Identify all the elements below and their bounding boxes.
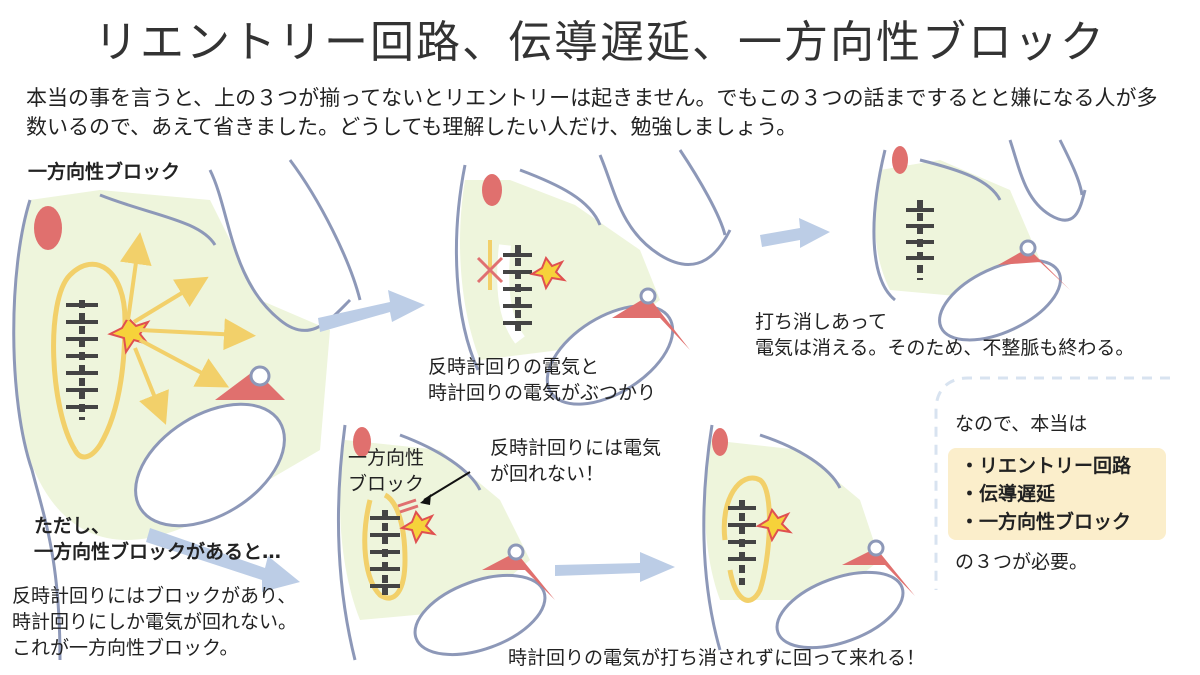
explain-line1: 反時計回りにはブロックがあり、 <box>12 585 297 607</box>
reentry-loop-1 <box>51 261 128 460</box>
explain-line3: これが一方向性ブロック。 <box>12 637 239 659</box>
one-way-block-heading: 一方向性ブロック <box>28 161 181 183</box>
page-title: リエントリー回路、伝導遅延、一方向性ブロック <box>94 17 1106 68</box>
requirements-tail: の３つが必要。 <box>955 551 1089 573</box>
no-ccw-label-line2: が回れない！ <box>490 463 605 485</box>
requirement-item: ・リエントリー回路 <box>960 455 1132 477</box>
however-label-line2: 一方向性ブロックがあると… <box>34 541 282 563</box>
returns-label: 時計回りの電気が打ち消されずに回って来れる！ <box>508 647 926 669</box>
av-node-1 <box>215 370 325 440</box>
summary-border <box>934 376 1170 590</box>
cancel-label-line2: 電気は消える。そのため、不整脈も終わる。 <box>755 337 1135 359</box>
requirements-box: ・リエントリー回路 ・伝導遅延 ・一方向性ブロック <box>948 448 1166 540</box>
heart-panel-2 <box>454 149 732 406</box>
sa-node-1 <box>34 206 62 250</box>
no-ccw-label-line1: 反時計回りには電気 <box>490 437 662 459</box>
heart-panel-5 <box>702 424 915 651</box>
block-tag-line1: 一方向性 <box>348 447 425 469</box>
cancel-label-line1: 打ち消しあって <box>755 311 888 333</box>
collision-label-line1: 反時計回りの電気と <box>428 356 600 378</box>
block-tag-line2: ブロック <box>348 473 425 495</box>
heart-panel-1 <box>12 159 362 661</box>
heart-panel-3 <box>872 139 1087 342</box>
transition-arrows <box>146 218 830 592</box>
requirement-item: ・伝導遅延 <box>960 483 1056 505</box>
explain-line2: 時計回りにしか電気が回れない。 <box>12 611 298 633</box>
requirement-item: ・一方向性ブロック <box>960 511 1132 533</box>
however-label-line1: ただし、 <box>34 515 111 537</box>
requirements-lead: なので、本当は <box>955 413 1088 435</box>
excitation-spark-1 <box>107 316 151 355</box>
collision-label-line2: 時計回りの電気がぶつかり <box>428 382 657 404</box>
heart-panel-4 <box>336 424 555 661</box>
intro-paragraph: 本当の事を言うと、上の３つが揃ってないとリエントリーは起きません。でもこの３つの… <box>26 86 1158 139</box>
